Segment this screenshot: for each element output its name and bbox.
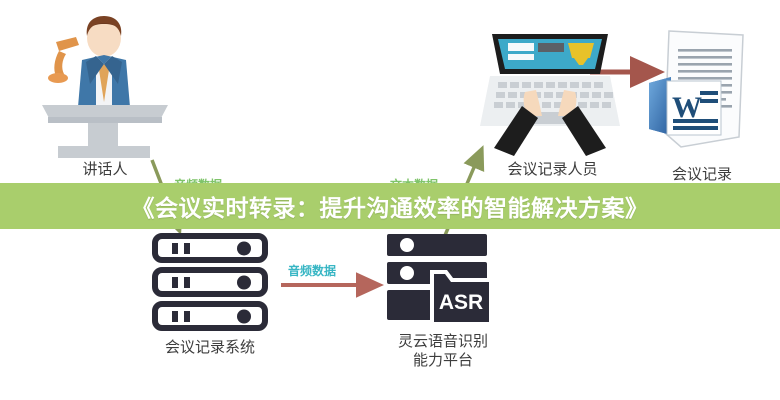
node-label-speaker: 讲话人 [82,161,128,178]
node-label-recorder: 会议记录系统 [164,339,255,356]
word-badge-icon: W [649,77,722,136]
banner-title-text: 《会议实时转录：提升沟通效率的智能解决方案》 [131,195,649,221]
server-stack-icon [152,233,268,331]
title-banner: 《会议实时转录：提升沟通效率的智能解决方案》 [0,183,780,229]
node-label-document: 会议记录 [671,166,732,183]
node-recorder: 会议记录系统 [150,232,270,356]
asr-badge-text: ASR [439,291,483,314]
node-document: W 会议记录 [645,25,760,183]
node-label-asr: 灵云语音识别 能力平台 [397,333,488,369]
laptop-typing-icon [480,34,620,156]
node-operator: 会议记录人员 [470,30,630,178]
svg-text:W: W [672,91,702,124]
node-speaker: 讲话人 [20,12,190,178]
edge-label-recorder-to-asr: 音频数据 [288,264,337,278]
node-label-operator: 会议记录人员 [507,161,598,178]
podium-speaker-icon [42,16,168,158]
node-asr: ASR 灵云语音识别 能力平台 [385,232,500,369]
asr-server-icon: ASR [387,234,493,326]
word-document-icon: W [649,30,744,148]
microphone-icon [48,37,79,83]
